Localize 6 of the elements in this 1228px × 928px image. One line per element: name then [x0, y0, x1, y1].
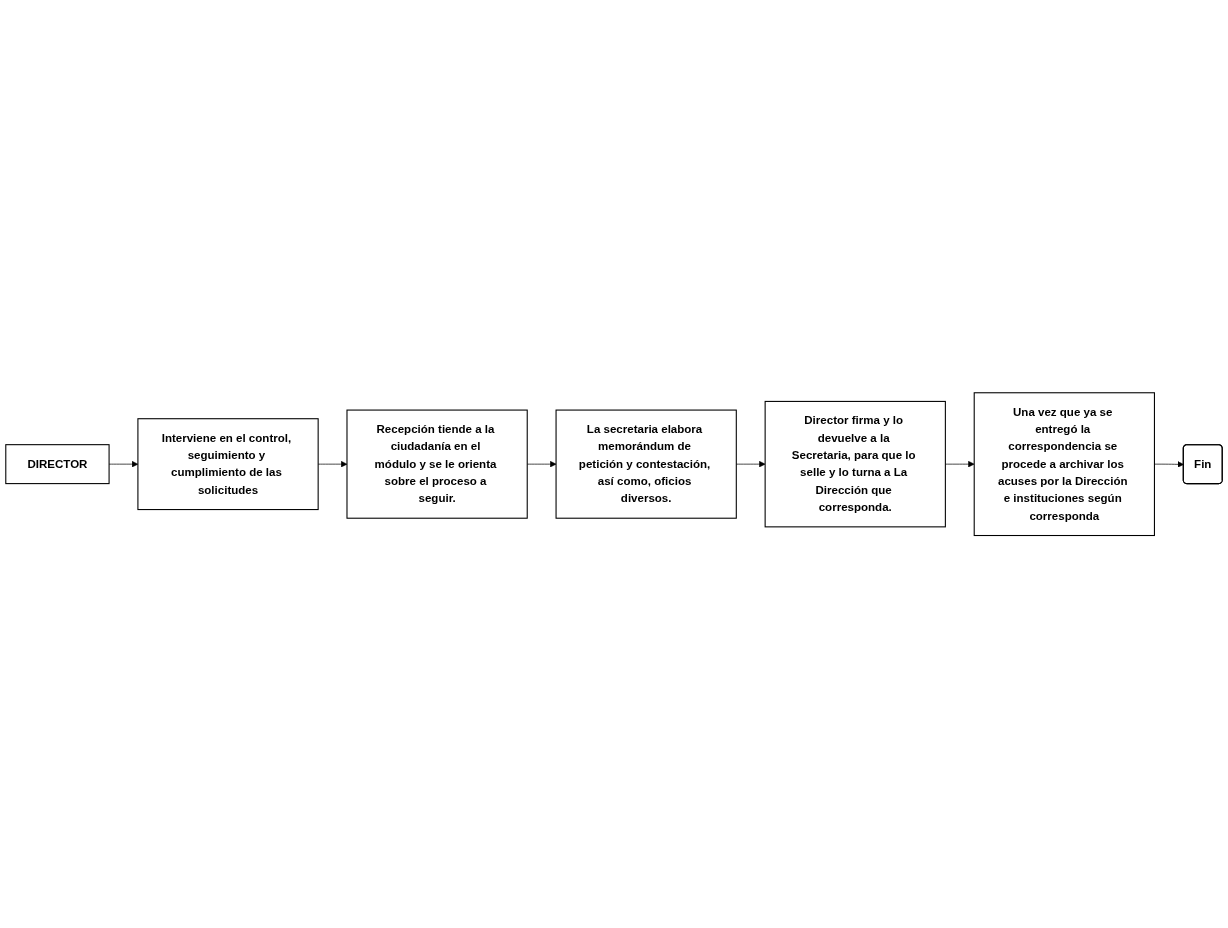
node-box: Recepción tiende a la ciudadanía en el módulo y se le orienta sobre el proceso a seguir.	[346, 409, 528, 519]
node-box: Interviene en el control, seguimiento y cumplimiento de las solicitudes	[137, 418, 319, 510]
node-box: DIRECTOR	[5, 444, 110, 484]
node-box: Director firma y lo devuelve a la Secretaria, para que lo selle y lo turna a La Dirección que corresponda.	[764, 400, 946, 528]
node-box: Una vez que ya se entregó la correspondencia se procede a archivar los acuses por la Dirección e instituciones según corresponda	[973, 392, 1155, 536]
node-box: La secretaria elabora memorándum de petición y contestación, así como, oficios diversos.	[555, 409, 737, 519]
